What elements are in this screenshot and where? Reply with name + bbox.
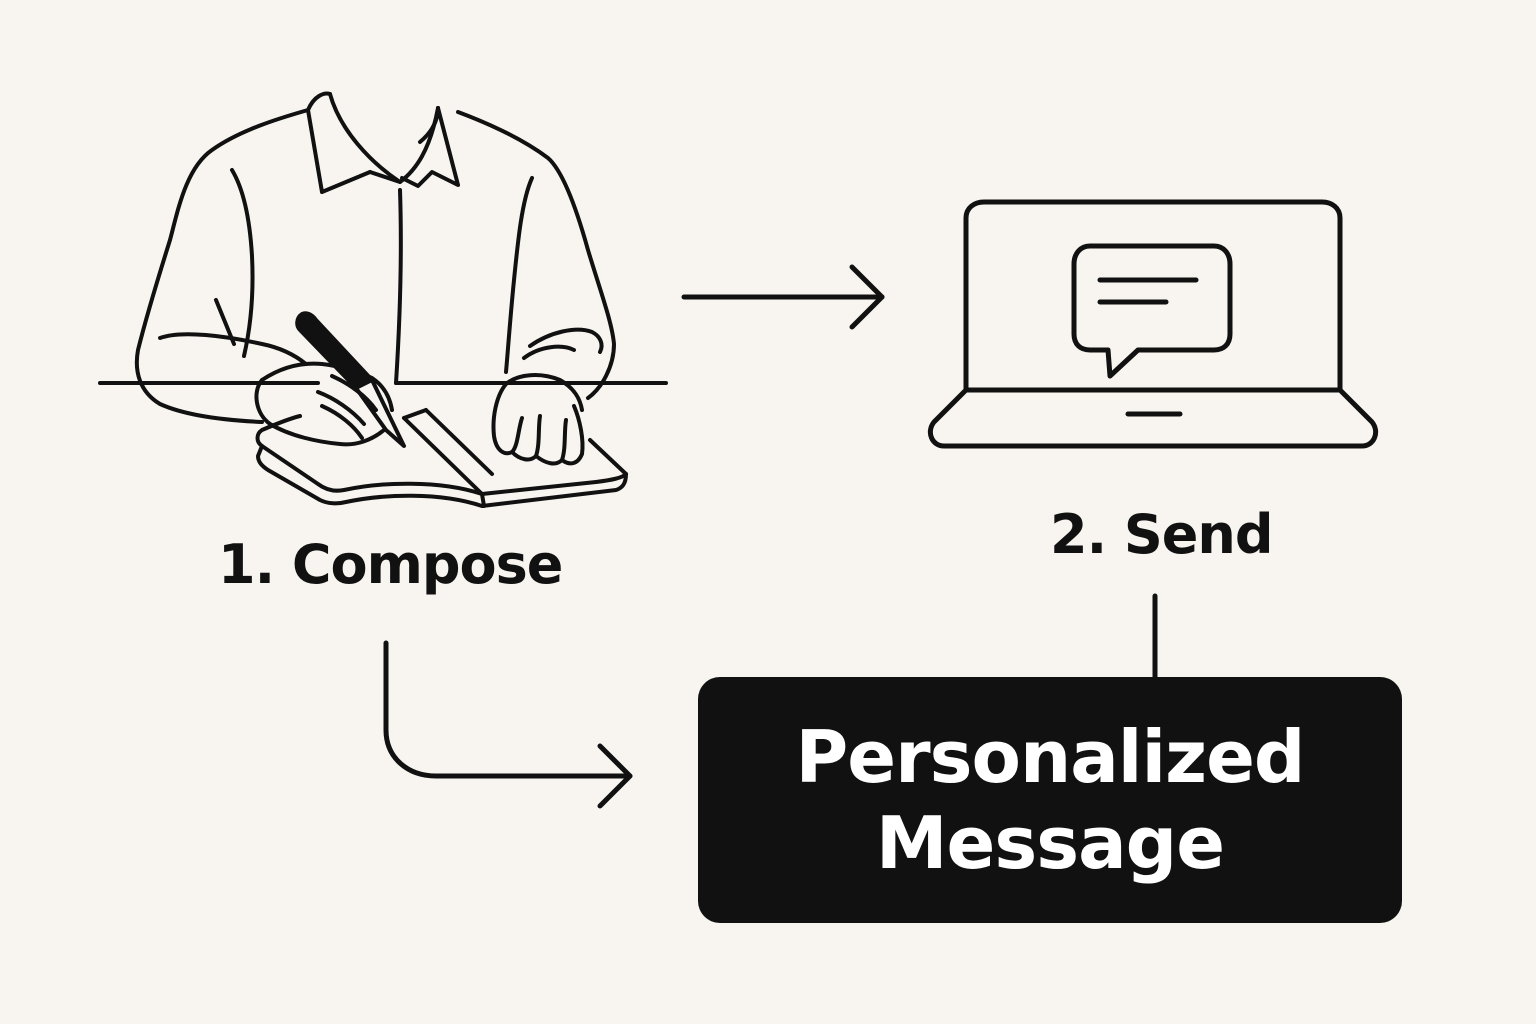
arrow-right-icon	[684, 267, 882, 327]
step-compose-label: 1. Compose	[218, 530, 562, 600]
result-label: Personalized Message	[796, 714, 1305, 886]
laptop-message-icon	[930, 202, 1375, 446]
person-writing-icon	[100, 94, 666, 506]
result-box: Personalized Message	[698, 677, 1402, 923]
curved-arrow-icon	[386, 643, 630, 806]
step-send-label: 2. Send	[1050, 500, 1273, 570]
